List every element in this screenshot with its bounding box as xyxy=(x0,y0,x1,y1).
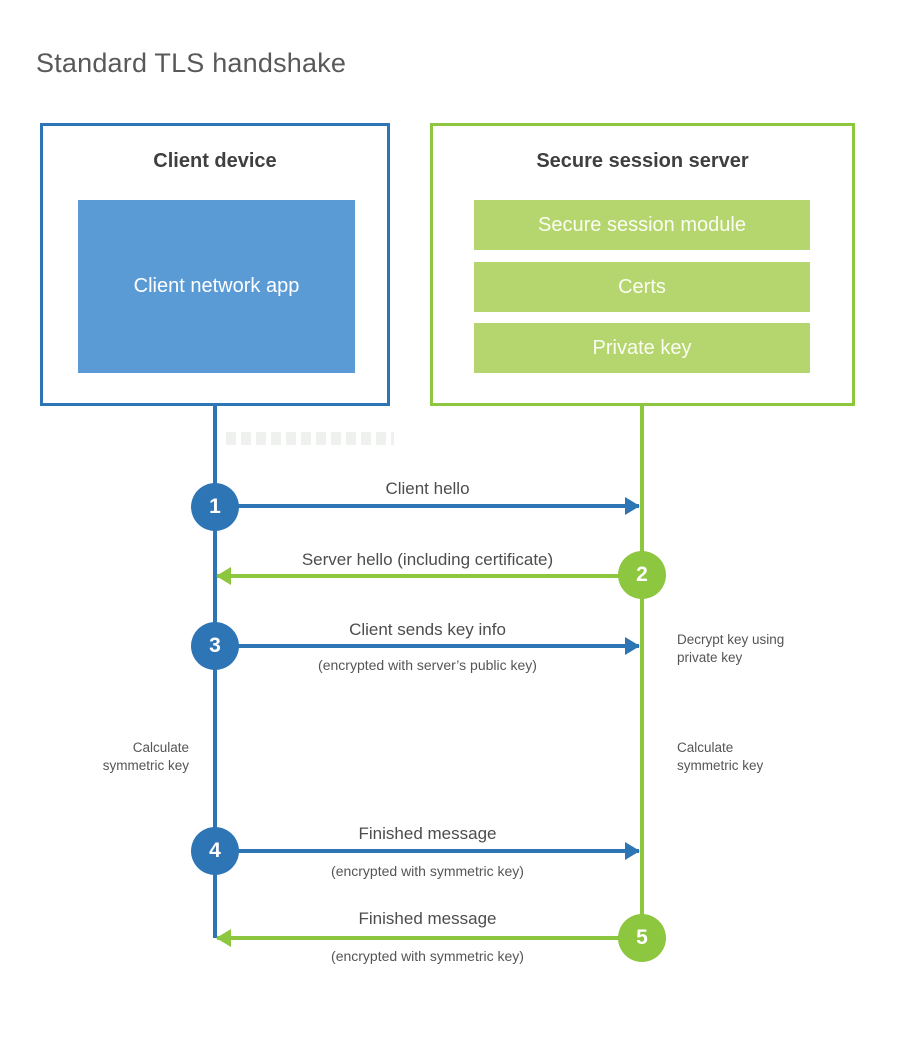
secure-session-server-box: Secure session server Secure session mod… xyxy=(430,123,855,406)
client-lifeline xyxy=(213,406,217,938)
message-label-1: Client hello xyxy=(385,479,470,498)
message-label-4: Finished message xyxy=(358,824,497,843)
message-sublabel-4: (encrypted with symmetric key) xyxy=(331,863,524,879)
secure-session-server-title: Secure session server xyxy=(536,150,749,172)
faint-dashed-line xyxy=(226,432,394,445)
step-circle-4: 4 xyxy=(191,827,239,875)
note-calculate-symmetric-key-client: Calculate symmetric key xyxy=(57,739,189,774)
private-key-block: Private key xyxy=(474,323,810,373)
note-line: private key xyxy=(677,649,743,665)
client-network-app-block: Client network app xyxy=(78,200,355,373)
arrow-server-hello xyxy=(217,574,640,578)
note-line: symmetric key xyxy=(677,757,764,773)
secure-session-module-block: Secure session module xyxy=(474,200,810,250)
arrow-client-key-info xyxy=(215,644,639,648)
note-line: Calculate xyxy=(677,740,734,755)
note-line: Calculate xyxy=(132,740,189,755)
arrow-finished-server xyxy=(217,936,640,940)
client-device-box: Client device Client network app xyxy=(40,123,390,406)
step-circle-2: 2 xyxy=(618,551,666,599)
client-device-title: Client device xyxy=(153,150,277,172)
arrow-finished-client xyxy=(215,849,639,853)
note-line: symmetric key xyxy=(102,757,189,773)
server-lifeline xyxy=(640,406,644,938)
step-circle-3: 3 xyxy=(191,622,239,670)
note-decrypt-key: Decrypt key using private key xyxy=(677,631,784,666)
message-sublabel-5: (encrypted with symmetric key) xyxy=(331,948,524,964)
message-label-2: Server hello (including certificate) xyxy=(301,550,554,569)
note-calculate-symmetric-key-server: Calculate symmetric key xyxy=(677,739,763,774)
message-sublabel-3: (encrypted with server’s public key) xyxy=(318,657,537,673)
step-circle-1: 1 xyxy=(191,483,239,531)
page-title: Standard TLS handshake xyxy=(36,48,347,79)
message-label-5: Finished message xyxy=(358,909,497,928)
note-line: Decrypt key using xyxy=(677,632,785,647)
certs-block: Certs xyxy=(474,262,810,312)
step-circle-5: 5 xyxy=(618,914,666,962)
arrow-client-hello xyxy=(215,504,639,508)
message-label-3: Client sends key info xyxy=(349,620,506,639)
